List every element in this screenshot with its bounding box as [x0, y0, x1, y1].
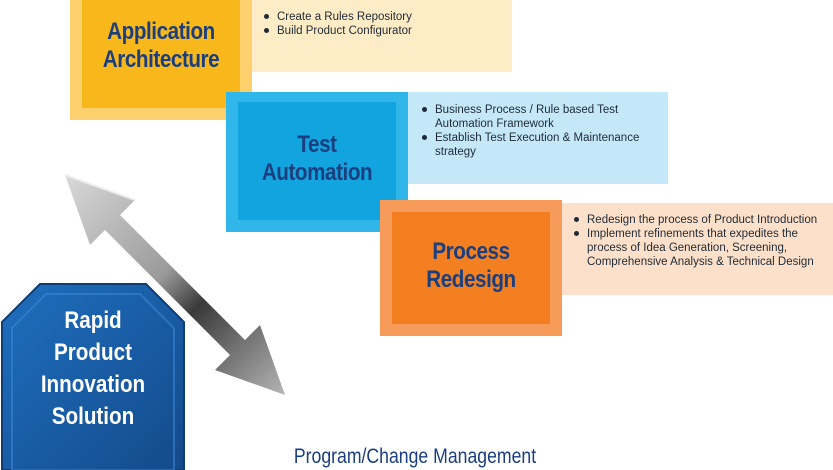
hub-label-line: Innovation — [40, 371, 146, 398]
title-line: Application — [107, 18, 215, 45]
test-automation-bullet-panel — [408, 92, 668, 184]
test-automation-box — [238, 102, 396, 220]
application-architecture-bullets: Create a Rules Repository Build Product … — [262, 10, 506, 38]
hub-label-line: Solution — [51, 403, 135, 430]
application-architecture-box — [82, 0, 240, 108]
process-redesign-box — [392, 212, 550, 324]
bullet-item: Establish Test Execution & Maintenance s… — [420, 131, 660, 159]
title-line: Architecture — [102, 46, 220, 73]
octagon-inner-shape — [11, 293, 175, 470]
arrow-shape — [65, 175, 285, 395]
application-architecture-title: Application Architecture — [93, 18, 229, 74]
double-headed-arrow-icon — [64, 174, 285, 395]
bullet-item: Redesign the process of Product Introduc… — [572, 213, 832, 227]
bullet-item: Create a Rules Repository — [262, 10, 506, 24]
hub-label-line: Product — [54, 339, 132, 366]
rapid-product-innovation-octagon — [1, 283, 185, 470]
program-change-management-label: Program/Change Management — [293, 445, 537, 468]
bullet-item: Build Product Configurator — [262, 24, 506, 38]
process-redesign-bullet-panel — [562, 203, 833, 295]
application-architecture-bullet-panel — [252, 0, 512, 72]
hub-label-line: Rapid — [64, 307, 122, 334]
title-line: Redesign — [426, 266, 516, 293]
test-automation-title: Test Automation — [249, 131, 385, 187]
octagon-shape — [1, 283, 185, 470]
process-redesign-title: Process Redesign — [403, 238, 539, 294]
process-redesign-bullets: Redesign the process of Product Introduc… — [572, 213, 832, 269]
bullet-item: Business Process / Rule based Test Autom… — [420, 103, 660, 131]
title-line: Automation — [261, 159, 373, 186]
title-line: Test — [297, 131, 337, 158]
hub-label: Rapid Product Innovation Solution — [29, 305, 158, 433]
title-line: Process — [432, 238, 510, 265]
bullet-item: Implement refinements that expedites the… — [572, 227, 832, 269]
arrow-highlight — [64, 174, 136, 201]
test-automation-bullets: Business Process / Rule based Test Autom… — [420, 103, 660, 159]
